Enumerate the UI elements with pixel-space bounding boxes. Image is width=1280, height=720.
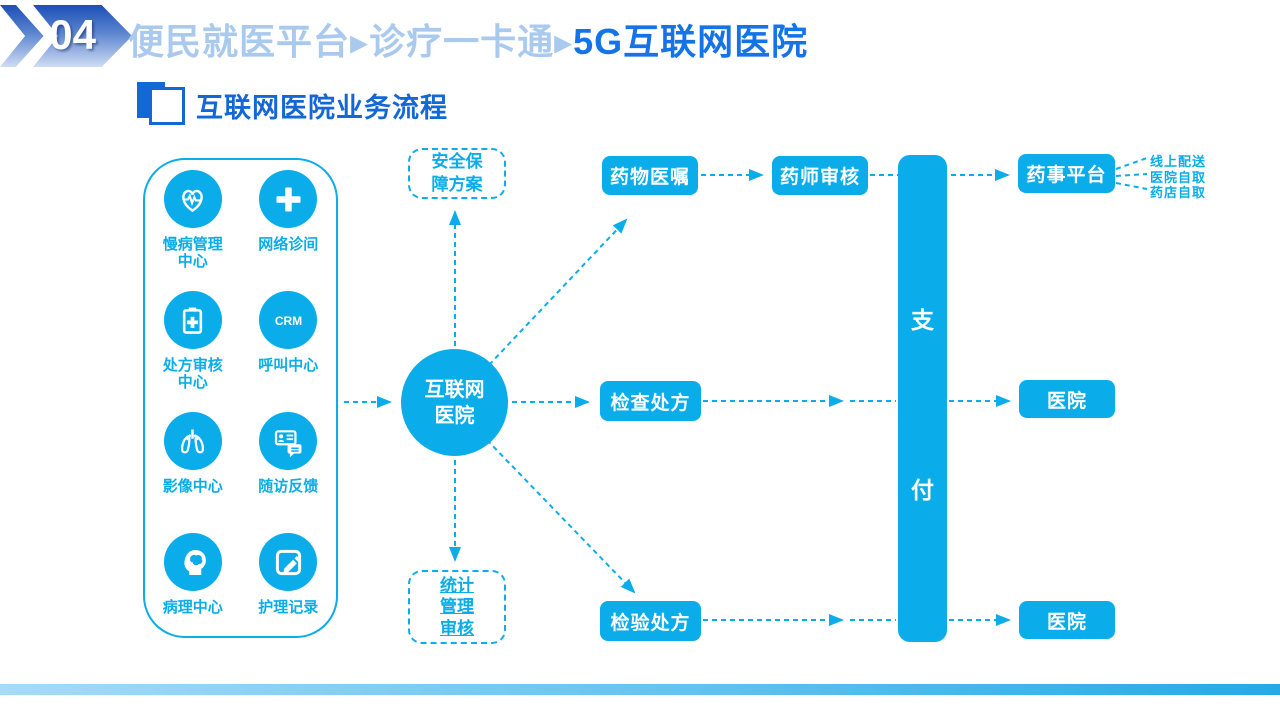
clipboard-icon <box>163 291 222 349</box>
statistics-line: 统计 <box>440 576 474 596</box>
audit-line: 审核 <box>440 618 474 638</box>
connector-hub-to-lab <box>486 439 636 594</box>
security-plan-box: 安全保 障方案 <box>408 148 506 199</box>
connector-hub-to-drug-order <box>488 218 628 366</box>
panel-item-label: 呼叫中心 <box>258 357 319 374</box>
lab-prescription-box: 检验处方 <box>600 601 701 641</box>
panel-item-label: 病理中心 <box>162 599 223 616</box>
svg-text:CRM: CRM <box>275 314 302 328</box>
drug-order-box: 药物医嘱 <box>602 156 698 195</box>
crm-icon: CRM <box>259 291 318 349</box>
brain-head-icon <box>163 533 222 591</box>
lungs-icon <box>163 412 222 470</box>
hospital-box-1: 医院 <box>1019 380 1115 418</box>
section-heading: 互联网医院业务流程 <box>196 93 448 123</box>
slide-title: 便民就医平台▸诊疗一卡通▸5G互联网医院 <box>128 10 808 68</box>
panel-item-label: 处方审核 中心 <box>162 357 223 392</box>
internet-hospital-hub: 互联网 医院 <box>401 349 508 456</box>
footer-accent-bar <box>0 684 1280 695</box>
heart-pulse-icon <box>163 170 222 228</box>
hospital-box-2: 医院 <box>1019 601 1115 639</box>
pickup-option-online-delivery: 线上配送 <box>1150 154 1207 169</box>
panel-item-call-center: CRM 呼叫中心 <box>241 291 337 412</box>
statistics-audit-box: 统计 管理 审核 <box>408 570 506 644</box>
pharmacist-review-box: 药师审核 <box>772 156 868 195</box>
panel-item-nursing-record: 护理记录 <box>241 533 337 636</box>
connector-platform-to-hospital-pickup <box>1115 173 1148 177</box>
panel-item-follow-up-feedback: 随访反馈 <box>241 412 337 533</box>
service-center-panel: 慢病管理 中心 网络诊间 处方审核 中心 CRM 呼叫中心 <box>143 158 338 638</box>
panel-item-label: 网络诊间 <box>258 236 319 253</box>
panel-item-online-clinic: 网络诊间 <box>241 170 337 291</box>
panel-item-label: 随访反馈 <box>258 478 319 495</box>
square-bullet <box>149 87 185 125</box>
payment-bar: 支 付 <box>898 155 947 642</box>
payment-char-1: 支 <box>911 307 934 333</box>
pharmacy-platform-box: 药事平台 <box>1018 154 1115 193</box>
exam-prescription-box: 检查处方 <box>600 381 701 421</box>
panel-item-imaging-center: 影像中心 <box>145 412 241 533</box>
pickup-option-hospital-pickup: 医院自取 <box>1150 170 1207 185</box>
connector-platform-to-delivery <box>1115 157 1148 170</box>
panel-item-label: 影像中心 <box>162 478 223 495</box>
management-line: 管理 <box>440 597 474 617</box>
section-number-badge: 04 <box>0 5 132 67</box>
panel-item-label: 护理记录 <box>258 599 319 616</box>
medical-cross-icon <box>259 170 318 228</box>
feedback-card-icon <box>259 412 318 470</box>
panel-item-pathology-center: 病理中心 <box>145 533 241 636</box>
panel-item-chronic-disease-center: 慢病管理 中心 <box>145 170 241 291</box>
panel-item-prescription-review-center: 处方审核 中心 <box>145 291 241 412</box>
pickup-option-pharmacy-pickup: 药店自取 <box>1150 185 1207 200</box>
connector-platform-to-store-pickup <box>1115 182 1148 190</box>
panel-item-label: 慢病管理 中心 <box>162 236 223 271</box>
section-number: 04 <box>49 11 96 59</box>
payment-char-2: 付 <box>911 477 934 503</box>
edit-pencil-icon <box>259 533 318 591</box>
breadcrumb-current: 5G互联网医院 <box>573 21 809 62</box>
breadcrumb-light: 便民就医平台▸诊疗一卡通▸ <box>128 21 574 62</box>
